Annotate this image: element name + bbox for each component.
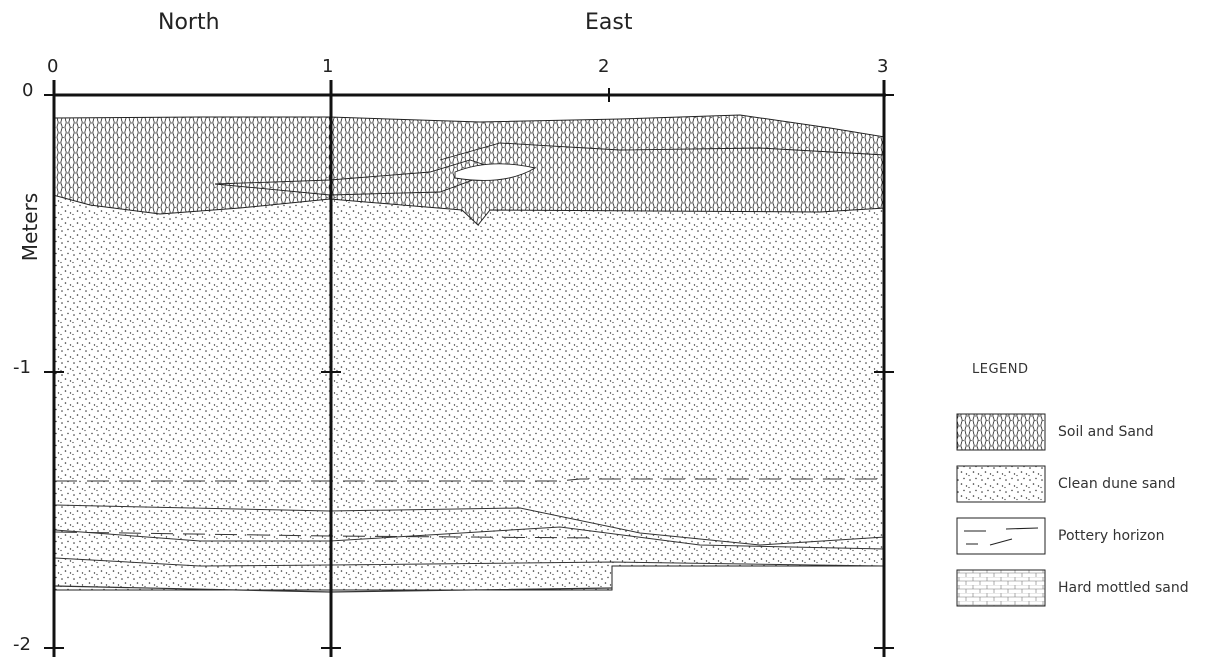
lower-bedding-line-2 [54,526,886,550]
y-tick-minus-1: -1 [13,357,31,378]
soil-pattern-swatch [956,413,1046,451]
north-wall-label: North [158,10,220,35]
lower-bedding-line-1 [54,504,886,546]
legend-title: LEGEND [972,362,1029,377]
legend-label: Clean dune sand [1058,476,1176,492]
y-tick-0: 0 [22,80,34,101]
x-tick-1: 1 [322,56,334,77]
legend-item-soil-and-sand: Soil and Sand [956,412,1154,452]
legend-item-clean-dune-sand: Clean dune sand [956,464,1176,504]
soil-lens-small [454,163,537,181]
legend-label: Pottery horizon [1058,528,1165,544]
clean-dune-sand-layer [52,194,886,591]
x-tick-3: 3 [877,56,889,77]
legend-label: Hard mottled sand [1058,580,1189,596]
soil-band-boundary [439,142,886,161]
y-tick-minus-2: -2 [13,634,31,655]
mottled-pattern-swatch [956,569,1046,607]
pottery-horizon-upper [55,478,885,482]
pottery-pattern-swatch [956,517,1046,555]
sand-pattern-swatch [956,465,1046,503]
east-wall-label: East [585,10,633,35]
legend-item-pottery-horizon: Pottery horizon [956,516,1164,556]
legend-label: Soil and Sand [1058,424,1154,440]
x-tick-0: 0 [47,56,59,77]
x-tick-2: 2 [598,56,610,77]
legend-item-hard-mottled-sand: Hard mottled sand [956,568,1189,608]
